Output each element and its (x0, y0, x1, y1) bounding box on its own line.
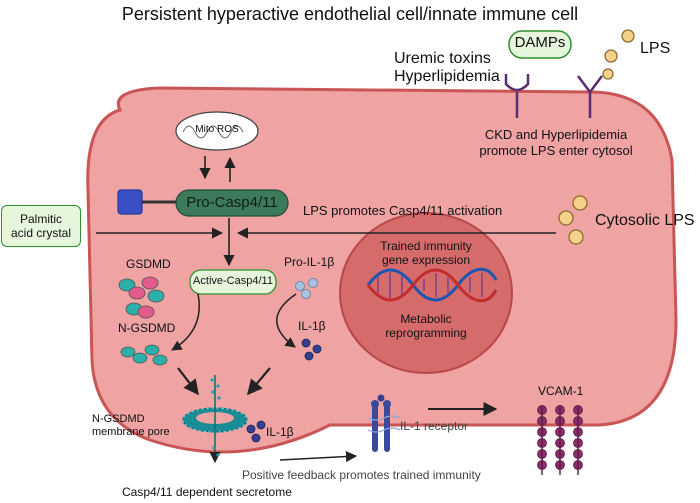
hyperlipidemia-label: Hyperlipidemia (394, 68, 500, 85)
dna-helix-icon (366, 267, 498, 303)
anchor-block (117, 189, 143, 215)
il1-receptor-label: IL-1 receptor (400, 419, 469, 433)
lps-top-label: LPS (640, 40, 671, 57)
il1b-inside-label: IL-1β (298, 319, 326, 333)
gsdmd-label: GSDMD (126, 257, 171, 271)
active-casp-box (189, 269, 277, 295)
palmitic-acid-box: Palmitic acid crystal (1, 205, 81, 247)
palmitic-line2: acid crystal (10, 226, 72, 240)
nucleus (339, 212, 513, 374)
n-gsdmd-label: N-GSDMD (118, 321, 176, 335)
secretome-label: Casp4/11 dependent secretome (122, 485, 292, 499)
arrow-gsdmd-cleavage (171, 293, 200, 351)
receptor-icon (504, 74, 603, 118)
page-title: Persistent hyperactive endothelial cell/… (121, 4, 579, 24)
arrow-ngsdmd-to-pore (177, 367, 199, 396)
trained-immunity-line2: gene expression (381, 253, 471, 267)
vcam-label: VCAM-1 (538, 384, 584, 398)
pro-casp-box (175, 189, 289, 217)
trained-immunity-line1: Trained immunity (380, 239, 472, 253)
lps-particle-icon (602, 29, 635, 80)
mito-ros-label: Mito ROS (195, 124, 239, 135)
lps-particle-icon (558, 195, 588, 245)
il1b-outside-particle-icon (246, 420, 266, 443)
damps-label: DAMPs (514, 34, 566, 51)
mitochondrion-icon (175, 111, 259, 151)
ckd-label-line1: CKD and Hyperlipidemia (484, 127, 628, 142)
arrow-positive-feedback (279, 450, 358, 463)
ckd-label-line2: promote LPS enter cytosol (479, 143, 633, 158)
cytosolic-lps-label: Cytosolic LPS (595, 212, 695, 229)
pore-label-line1: N-GSDMD (92, 413, 145, 425)
il1b-outside-label: IL-1β (266, 425, 294, 439)
uremic-toxins-label: Uremic toxins (394, 50, 491, 67)
pro-casp-label: Pro-Casp4/11 (186, 194, 278, 211)
il1-receptor-icon (367, 394, 401, 452)
pore-label-line2: membrane pore (92, 426, 170, 438)
metabolic-line2: reprogramming (385, 326, 467, 340)
membrane-pore-icon (182, 375, 248, 464)
n-gsdmd-protein-icon (120, 344, 168, 366)
palmitic-line1: Palmitic (19, 212, 62, 226)
metabolic-line1: Metabolic (400, 312, 452, 326)
il1b-particle-icon (301, 338, 322, 361)
pro-il1b-label: Pro-IL-1β (284, 255, 335, 269)
damps-box (508, 30, 572, 59)
active-casp-label: Active-Casp4/11 (193, 275, 273, 287)
pro-il1b-particle-icon (295, 278, 318, 299)
lps-promotes-label: LPS promotes Casp4/11 activation (303, 203, 503, 218)
arrow-il1b-cleavage (276, 293, 297, 348)
arrow-il1b-to-pore (247, 367, 271, 396)
gsdmd-protein-icon (118, 276, 165, 319)
positive-feedback-label: Positive feedback promotes trained immun… (242, 468, 481, 482)
